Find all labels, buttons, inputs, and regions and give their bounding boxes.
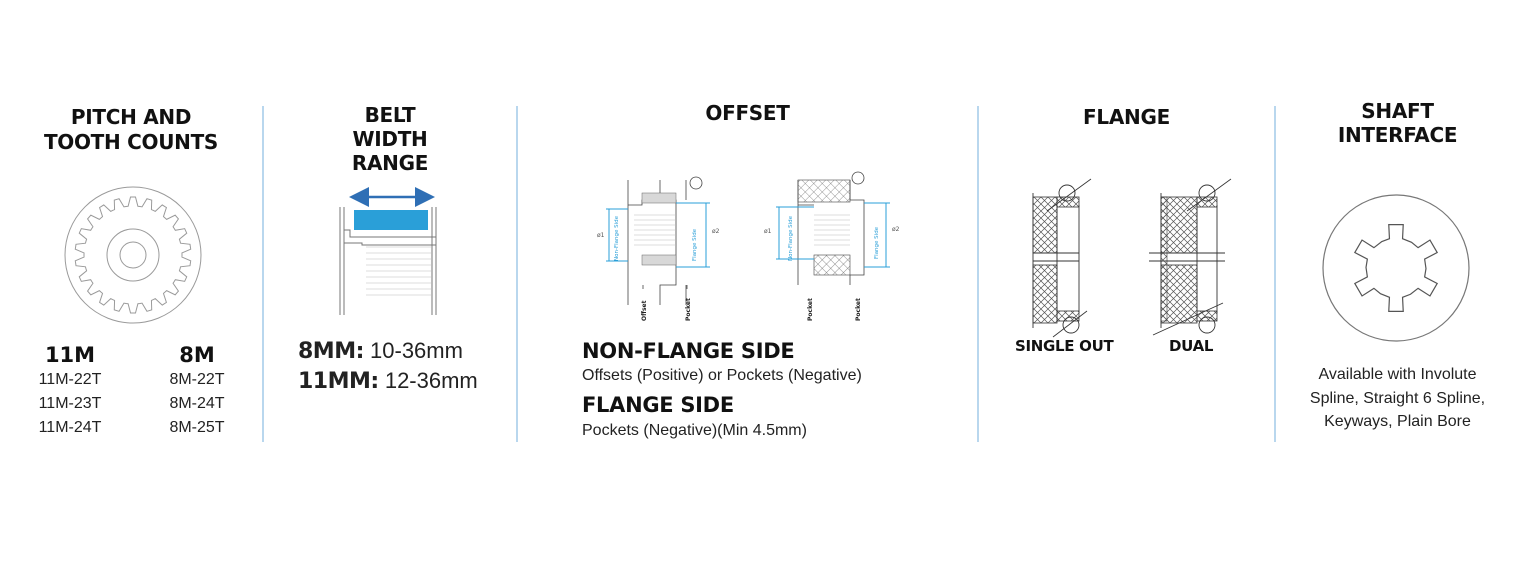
- pitch-column-8m: 8M 8M-22T 8M-24T 8M-25T: [147, 342, 247, 440]
- pitch-item: 11M-23T: [38, 395, 102, 412]
- flange-desc: Pockets (Negative)(Min 4.5mm): [582, 422, 807, 439]
- non-flange-title: NON-FLANGE SIDE: [582, 339, 795, 363]
- belt-heading-line-3: RANGE: [351, 151, 429, 175]
- flange-side-label: Flange Side: [692, 228, 698, 261]
- offset-diagram-pocket: ø1 ø2 Non-Flange Side Flange Side Pocket…: [764, 171, 900, 321]
- belt-rect: [354, 210, 428, 230]
- dia1-label: ø1: [764, 228, 772, 235]
- offset-diagram-positive: ø1 ø2 Non-Flange Side Flange Side Offset…: [597, 176, 720, 321]
- section-belt: BELT WIDTH RANGE 8MM: 10-36mm 11MM: 12-3…: [264, 95, 516, 445]
- pocket-label: Pocket: [855, 298, 862, 321]
- pitch-column-title: 11M: [44, 343, 96, 367]
- shaft-desc-line: Available with Involute: [1318, 366, 1477, 383]
- shaft-heading: SHAFT INTERFACE: [1276, 99, 1519, 147]
- pitch-item: 8M-25T: [169, 419, 225, 436]
- belt-width-range: 10-36mm: [370, 338, 463, 363]
- pitch-item: 8M-24T: [169, 395, 225, 412]
- flange-single-diagram: [1032, 178, 1092, 338]
- divider-2: [516, 106, 518, 442]
- non-flange-side-label: Non-Flange Side: [614, 215, 620, 261]
- flange-heading: FLANGE: [1083, 105, 1170, 129]
- flange-title: FLANGE SIDE: [582, 393, 734, 417]
- divider-1: [262, 106, 264, 442]
- sprocket-icon: [64, 186, 202, 324]
- belt-width-11mm: 11MM: 12-36mm: [298, 366, 478, 397]
- shaft-desc-line: Spline, Straight 6 Spline,: [1309, 389, 1486, 407]
- section-shaft: SHAFT INTERFACE Available with Involute …: [1276, 95, 1519, 445]
- flange-dual-diagram: [1149, 178, 1232, 336]
- divider-4: [1274, 106, 1276, 442]
- pitch-column-11m: 11M 11M-22T 11M-23T 11M-24T: [20, 342, 120, 440]
- section-offset: OFFSET ø1 ø2 Non-Flange Side Flange Side…: [518, 95, 977, 445]
- flange-side-label: Flange Side: [874, 226, 880, 259]
- offset-heading: OFFSET: [705, 101, 790, 125]
- flange-single-label: SINGLE OUT: [1015, 337, 1114, 355]
- section-flange: FLANGE: [979, 95, 1274, 445]
- shaft-heading-line-1: SHAFT: [1361, 99, 1434, 123]
- section-pitch: PITCH AND TOOTH COUNTS 11M 11M-22T 11M-2…: [0, 95, 262, 445]
- non-flange-desc: Offsets (Positive) or Pockets (Negative): [582, 367, 862, 384]
- flange-dual-label: DUAL: [1169, 337, 1214, 355]
- shaft-heading-line-2: INTERFACE: [1337, 123, 1458, 147]
- pitch-heading-line-1: PITCH AND: [70, 105, 192, 129]
- pitch-item: 11M-24T: [38, 419, 102, 436]
- shaft-desc-line: Keyways, Plain Bore: [1324, 413, 1471, 430]
- dia2-label: ø2: [892, 226, 900, 233]
- belt-width-label: 8MM:: [298, 339, 364, 364]
- pitch-heading-line-2: TOOTH COUNTS: [43, 130, 219, 154]
- pitch-column-title: 8M: [179, 343, 215, 367]
- offset-label: Offset: [641, 300, 648, 321]
- pitch-heading: PITCH AND TOOTH COUNTS: [0, 105, 262, 155]
- divider-3: [977, 106, 979, 442]
- belt-width-label: 11MM:: [298, 369, 379, 394]
- shaft-description: Available with Involute Spline, Straight…: [1276, 363, 1519, 434]
- belt-heading-line-2: WIDTH: [352, 127, 428, 151]
- belt-width-diagram: [339, 187, 437, 315]
- belt-width-8mm: 8MM: 10-36mm: [298, 336, 463, 367]
- dia1-label: ø1: [597, 232, 605, 239]
- belt-heading-line-1: BELT: [364, 103, 416, 127]
- pocket-label: Pocket: [807, 298, 814, 321]
- dia2-label: ø2: [712, 228, 720, 235]
- pitch-item: 8M-22T: [169, 371, 225, 388]
- belt-width-range: 12-36mm: [384, 368, 478, 393]
- spline-shaft-icon: [1322, 194, 1470, 342]
- belt-heading: BELT WIDTH RANGE: [264, 103, 516, 175]
- pitch-item: 11M-22T: [38, 371, 102, 388]
- non-flange-side-label: Non-Flange Side: [788, 215, 794, 261]
- pocket-label: Pocket: [685, 298, 692, 321]
